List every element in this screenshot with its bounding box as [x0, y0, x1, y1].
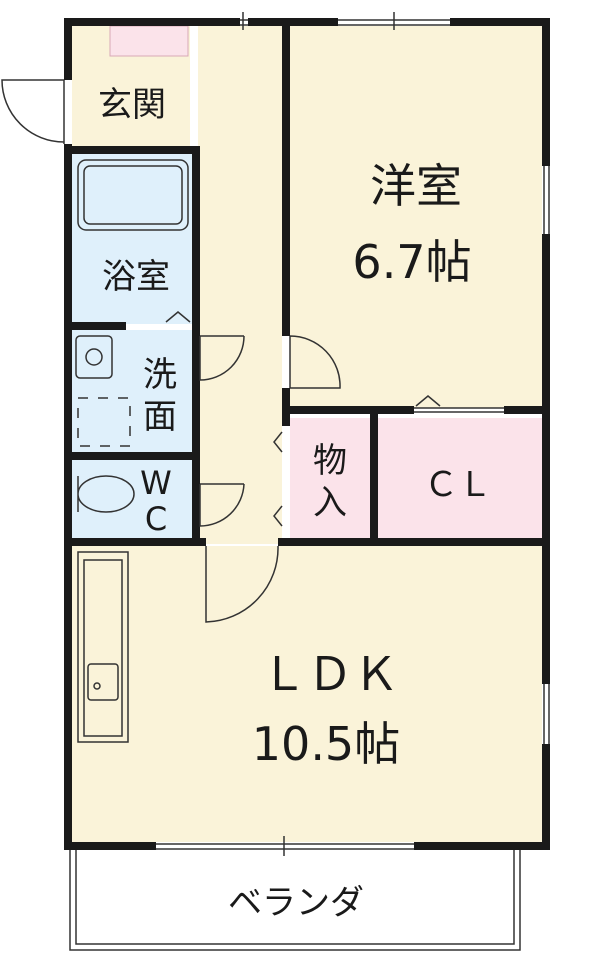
bathtub — [77, 159, 189, 231]
toilet — [77, 475, 135, 513]
monoire-label-1: 物 — [313, 441, 347, 481]
wall-top-left — [64, 18, 240, 26]
room-labels: 玄関 浴室 洗 面 W C 洋室 6.7帖 物 入 ＣＬ ＬＤＫ 10.5帖 ベ… — [98, 85, 492, 923]
ldk-name-label: ＬＤＫ — [261, 647, 399, 701]
wall-top-right — [450, 18, 550, 26]
monoire-door-mark-1 — [273, 431, 283, 453]
closet-floor — [378, 418, 542, 538]
fixtures — [75, 159, 189, 743]
walls — [64, 18, 550, 850]
washbasin-bowl — [85, 348, 103, 366]
monoire-label-2: 入 — [313, 483, 347, 523]
wall-corridor-right — [282, 18, 290, 336]
wc-floor — [72, 460, 192, 538]
monoire-door-mark-2 — [273, 505, 283, 527]
youshitsu-size-label: 6.7帖 — [352, 235, 471, 289]
youshitsu-floor — [290, 26, 542, 408]
bathtub-inner — [83, 165, 183, 225]
sink-drain — [93, 682, 101, 690]
veranda-label: ベランダ — [228, 883, 364, 923]
washing-machine — [77, 397, 131, 447]
wall-right-mid — [542, 234, 550, 684]
wall-top-mid — [248, 18, 338, 26]
veranda — [69, 850, 521, 951]
wall-genkan-bath — [64, 146, 200, 154]
washroom-door[interactable] — [199, 335, 245, 381]
windows — [156, 12, 550, 856]
wall-right-upper — [542, 18, 550, 166]
wall-bottom-right — [414, 842, 550, 850]
youshitsu-name-label: 洋室 — [370, 159, 462, 213]
ldk-floor — [72, 546, 542, 842]
kitchen-sink — [87, 663, 119, 701]
monoire-floor — [290, 418, 370, 538]
corridor-floor — [198, 26, 282, 544]
youshitsu-door[interactable] — [289, 335, 341, 389]
bathroom-floor — [72, 154, 192, 324]
wall-bottom-left — [64, 842, 156, 850]
closet-label: ＣＬ — [424, 465, 492, 505]
wall-wc-ldk — [64, 538, 206, 546]
ldk-door[interactable] — [205, 545, 279, 623]
washbasin — [75, 335, 113, 379]
washroom-label-2: 面 — [143, 397, 177, 437]
wc-door[interactable] — [199, 483, 245, 527]
wall-bath-wash — [64, 322, 126, 330]
entrance-door[interactable] — [1, 79, 65, 144]
doors — [1, 79, 441, 623]
bath-door-mark — [165, 311, 191, 323]
genkan-label: 玄関 — [98, 85, 166, 125]
closet-door-mark — [415, 395, 441, 407]
wall-storage-divider — [370, 414, 378, 542]
wall-left-lower — [64, 144, 72, 850]
wall-ldk-top-right — [278, 538, 550, 546]
bathroom-label: 浴室 — [102, 257, 170, 297]
shoe-box — [109, 25, 189, 57]
floor-fills — [72, 25, 542, 842]
ldk-size-label: 10.5帖 — [252, 717, 400, 771]
wc-label-1: W — [140, 464, 172, 502]
wall-wash-wc — [64, 452, 200, 460]
wall-youshitsu-bottom — [282, 406, 414, 414]
washroom-floor — [72, 330, 192, 452]
kitchen-counter-inner — [83, 559, 123, 737]
kitchen-counter — [77, 551, 129, 743]
wall-left-upper — [64, 18, 72, 80]
wall-bath-right — [192, 146, 200, 538]
washroom-label-1: 洗 — [143, 355, 177, 395]
wc-label-2: C — [145, 500, 167, 538]
wall-right-lower — [542, 744, 550, 850]
wall-youshitsu-bottom-right — [504, 406, 550, 414]
